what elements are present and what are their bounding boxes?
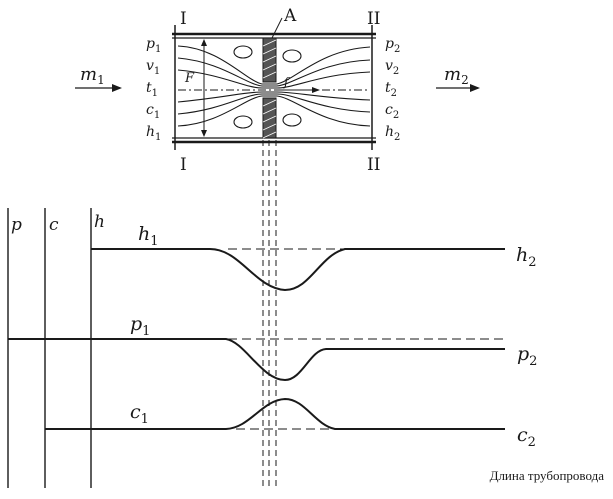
graph-axes [7, 208, 92, 488]
orifice-label: A [283, 6, 297, 26]
orifice-area-label: f [283, 75, 291, 89]
flow-out-label: m2 [444, 64, 469, 87]
curve-end-label-h: h2 [516, 244, 537, 270]
axis-labels: p c h [11, 212, 105, 235]
outlet-param-p: p2 [385, 36, 400, 55]
inlet-param-h: h1 [146, 124, 161, 143]
curve-c [45, 397, 505, 430]
inlet-param-v: v1 [146, 58, 160, 77]
axis-label-c: c [49, 215, 59, 235]
curve-start-label-p: p1 [130, 313, 150, 339]
plate-hatching [262, 39, 277, 139]
orifice-plate-upper [262, 37, 277, 83]
inlet-param-c: c1 [146, 102, 160, 121]
pipe-area-label: F [184, 71, 195, 86]
curve-labels: h1 h2 p1 p2 c1 c2 [130, 223, 537, 450]
streamlines [177, 45, 371, 127]
x-axis-caption: Длина трубопровода [490, 468, 605, 483]
axis-label-h: h [94, 212, 105, 232]
outlet-param-h: h2 [385, 124, 400, 143]
inlet-param-p: p1 [146, 36, 161, 55]
outlet-param-v: v2 [385, 58, 399, 77]
projection-lines [262, 140, 277, 490]
flow-in-label: m1 [80, 64, 105, 87]
throttle-device [75, 17, 480, 150]
curve-h [91, 248, 505, 292]
section-out-label-top: II [367, 9, 380, 29]
orifice-plate-lower [262, 97, 277, 139]
reference-lines [228, 248, 505, 430]
curve-end-label-c: c2 [517, 424, 536, 450]
outlet-parameter-list: p2 v2 t2 c2 h2 [385, 36, 400, 143]
curve-start-label-c: c1 [130, 401, 149, 427]
curve-p [8, 338, 505, 382]
curve-end-label-p: p2 [517, 343, 537, 369]
outlet-param-t: t2 [385, 80, 397, 99]
inlet-parameter-list: p1 v1 t1 c1 h1 [146, 36, 161, 143]
section-out-label-bottom: II [367, 155, 380, 175]
curves [8, 248, 505, 430]
orifice-leader [271, 17, 283, 39]
outlet-param-c: c2 [385, 102, 399, 121]
axis-label-p: p [11, 215, 22, 235]
curve-start-label-h: h1 [138, 223, 159, 249]
device-labels: I I II II A F f m1 m2 [80, 6, 469, 175]
section-in-label-bottom: I [180, 155, 187, 175]
section-in-label-top: I [180, 9, 187, 29]
eddies [233, 45, 302, 129]
inlet-param-t: t1 [146, 80, 158, 99]
